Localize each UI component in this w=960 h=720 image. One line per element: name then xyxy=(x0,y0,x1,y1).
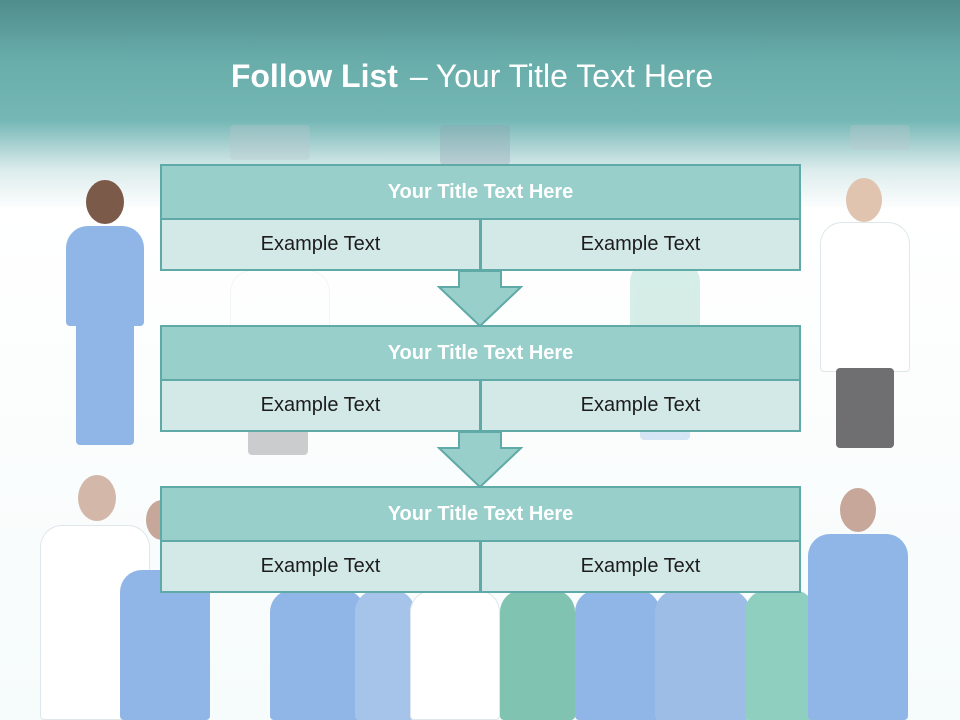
block-title: Your Title Text Here xyxy=(160,164,801,220)
faded-figure xyxy=(440,125,510,165)
block-cell-left: Example Text xyxy=(160,542,481,593)
down-arrow-icon xyxy=(437,271,523,327)
block-cell-left: Example Text xyxy=(160,220,481,271)
faded-figure xyxy=(230,125,310,160)
nurse-figure xyxy=(60,180,150,450)
block-cell-right: Example Text xyxy=(480,542,801,593)
nurse-figure xyxy=(655,590,750,720)
nurse-figure xyxy=(808,488,908,720)
flow-block-1: Your Title Text Here Example Text Exampl… xyxy=(160,164,801,271)
down-arrow-icon xyxy=(437,432,523,488)
title-rest: Your Title Text Here xyxy=(435,58,714,94)
block-cell-right: Example Text xyxy=(480,220,801,271)
nurse-figure xyxy=(355,590,415,720)
nurse-figure xyxy=(270,590,365,720)
flow-block-2: Your Title Text Here Example Text Exampl… xyxy=(160,325,801,432)
slide-title: Follow List–Your Title Text Here xyxy=(0,52,952,100)
nurse-figure xyxy=(500,590,575,720)
flow-block-3: Your Title Text Here Example Text Exampl… xyxy=(160,486,801,593)
doctor-figure xyxy=(410,590,500,720)
block-title: Your Title Text Here xyxy=(160,325,801,381)
nurse-figure xyxy=(745,590,815,720)
doctor-figure xyxy=(812,178,912,453)
title-separator: – xyxy=(409,58,428,94)
block-cell-left: Example Text xyxy=(160,381,481,432)
nurse-figure xyxy=(575,590,660,720)
title-bold: Follow List xyxy=(230,58,398,94)
block-title: Your Title Text Here xyxy=(160,486,801,542)
block-cell-right: Example Text xyxy=(480,381,801,432)
faded-figure xyxy=(850,125,910,150)
